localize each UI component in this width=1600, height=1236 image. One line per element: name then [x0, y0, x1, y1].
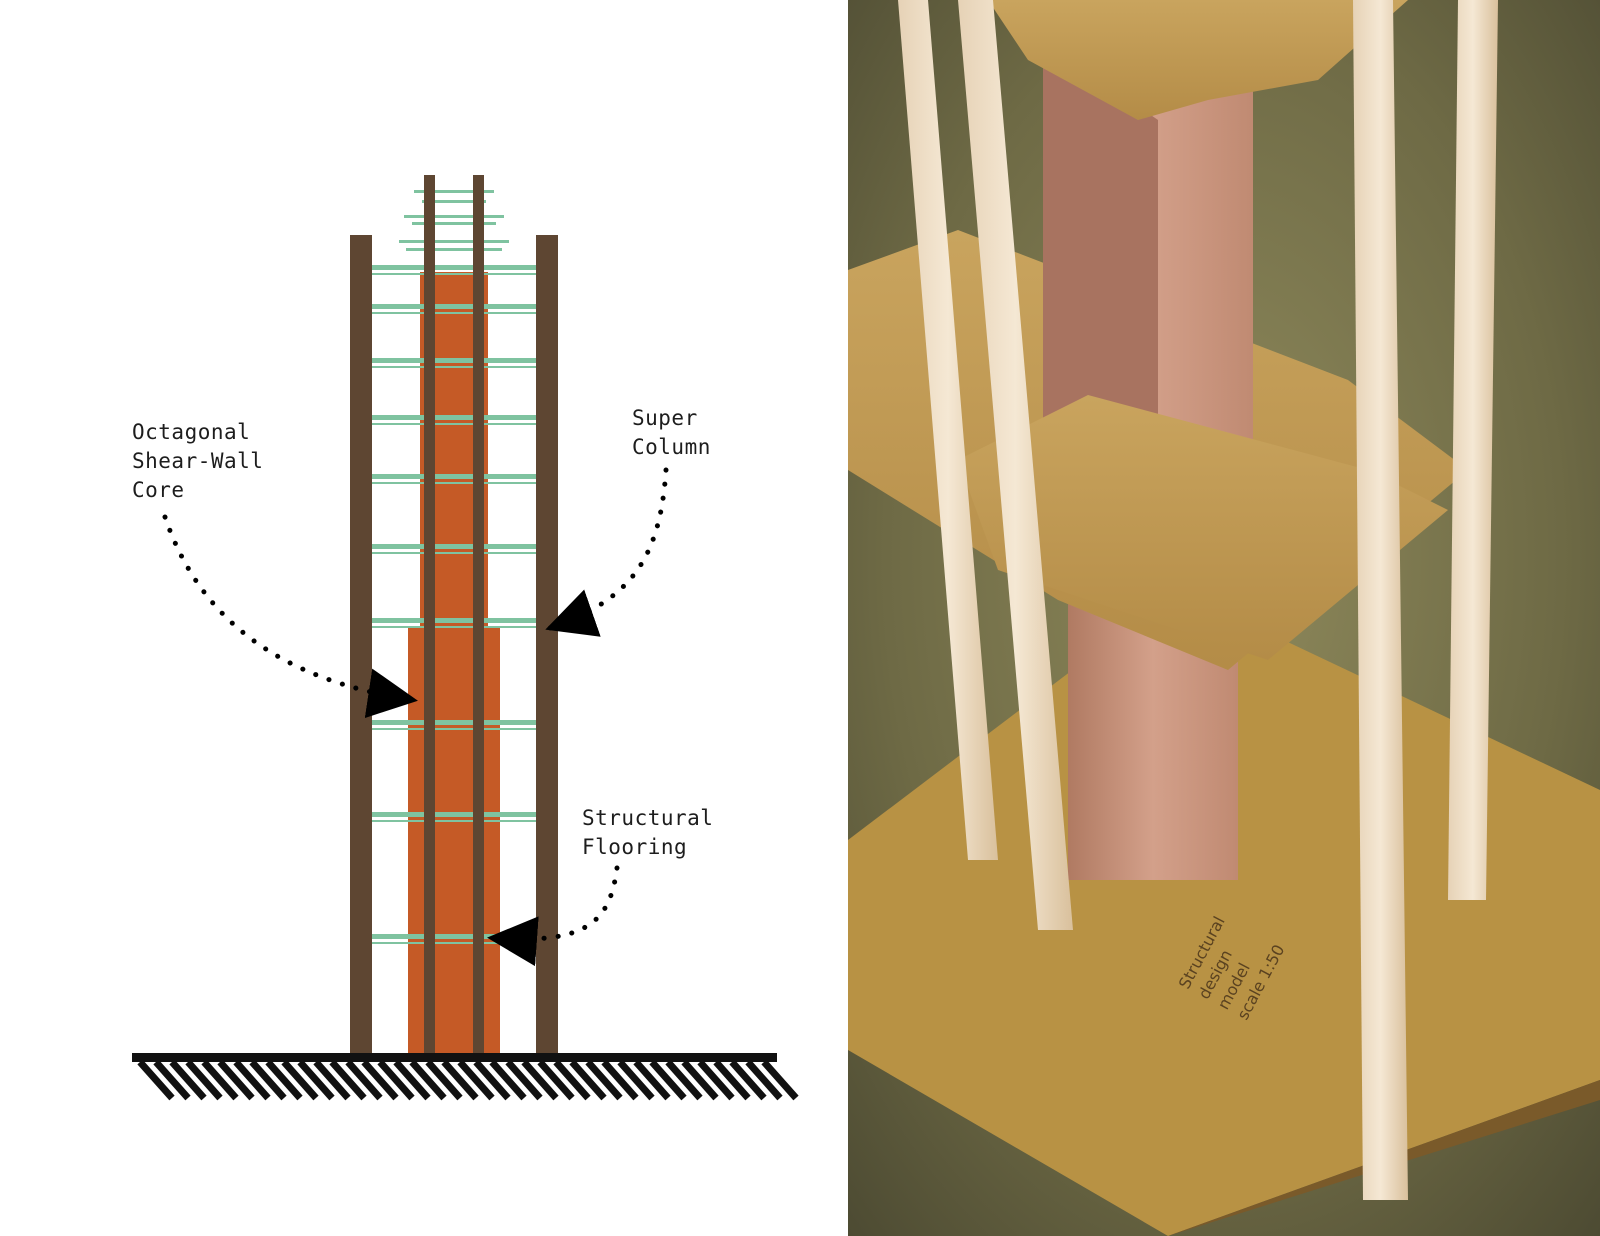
column-leader-arrow — [545, 467, 669, 637]
super-column-right — [536, 235, 558, 1055]
core-leader-arrow — [162, 514, 418, 719]
ground-hatch-line — [425, 1059, 463, 1101]
ground-hatch-line — [729, 1059, 767, 1101]
floor-plate — [372, 312, 536, 314]
core-lower — [408, 628, 500, 1054]
label-flooring-line-2: Flooring — [582, 835, 688, 859]
ground-hatch-line — [521, 1059, 559, 1101]
architectural-model-photo-icon: Structural design model scale 1:50 — [848, 0, 1600, 1236]
ground-hatch-line — [617, 1059, 655, 1101]
ground-hatch-line — [457, 1059, 495, 1101]
floor-plate — [372, 474, 536, 479]
floor-plate — [372, 942, 536, 944]
label-core-line-1: Octagonal — [132, 420, 251, 444]
ground-hatch-line — [185, 1059, 223, 1101]
ground-hatch-line — [649, 1059, 687, 1101]
label-core-line-2: Shear-Wall — [132, 449, 264, 473]
floor-plate — [372, 415, 536, 420]
floor-plate — [372, 273, 536, 275]
crown-floor-plate — [404, 215, 504, 218]
ground-hatch-line — [489, 1059, 527, 1101]
ground-hatch-line — [345, 1059, 383, 1101]
model-stick-4 — [1448, 0, 1498, 900]
label-column-line-2: Column — [632, 435, 711, 459]
ground-hatch-line — [409, 1059, 447, 1101]
ground-hatch-line — [761, 1059, 799, 1101]
ground-hatch-line — [681, 1059, 719, 1101]
floor-plate — [372, 265, 536, 270]
ground-hatching — [137, 1059, 799, 1101]
ground-hatch-line — [601, 1059, 639, 1101]
model-stick-2 — [958, 0, 1073, 930]
ground-hatch-line — [361, 1059, 399, 1101]
label-column-line-1: Super — [632, 406, 698, 430]
ground-hatch-line — [585, 1059, 623, 1101]
diagram-svg — [132, 175, 799, 1101]
ground-hatch-line — [569, 1059, 607, 1101]
floor-plate — [372, 366, 536, 368]
floor-plate — [372, 482, 536, 484]
crown-floor-plate — [422, 200, 486, 203]
label-flooring-line-1: Structural — [582, 806, 714, 830]
crown-floor-plate — [399, 240, 509, 243]
ground-hatch-line — [633, 1059, 671, 1101]
ground-hatch-line — [233, 1059, 271, 1101]
ground-hatch-line — [377, 1059, 415, 1101]
floor-plate — [372, 820, 536, 822]
ground-hatch-line — [137, 1059, 175, 1101]
floor-plate — [372, 812, 536, 817]
floor-plate — [372, 423, 536, 425]
crown-floor-plate — [412, 222, 496, 225]
floor-plate — [372, 618, 536, 623]
model-base-edge — [848, 1050, 1600, 1236]
ground-hatch-line — [441, 1059, 479, 1101]
ground-hatch-line — [697, 1059, 735, 1101]
model-stick-3 — [1353, 0, 1408, 1200]
ground-hatch-line — [553, 1059, 591, 1101]
ground-line — [132, 1053, 777, 1062]
floor-plate — [372, 544, 536, 549]
floor-plate — [372, 304, 536, 309]
ground-hatch-line — [665, 1059, 703, 1101]
floor-plates — [372, 190, 536, 944]
model-photo: Structural design model scale 1:50 — [848, 0, 1600, 1236]
ground-hatch-line — [473, 1059, 511, 1101]
ground-hatch-line — [505, 1059, 543, 1101]
ground-hatch-line — [201, 1059, 239, 1101]
super-column-left — [350, 235, 372, 1055]
ground-hatch-line — [313, 1059, 351, 1101]
floor-plate — [372, 358, 536, 363]
crown-floor-plate — [414, 190, 494, 193]
crown-floor-plate — [406, 248, 502, 251]
ground-hatch-line — [537, 1059, 575, 1101]
floor-plate — [372, 728, 536, 730]
ground-hatch-line — [153, 1059, 191, 1101]
floor-plate — [372, 934, 536, 939]
ground-hatch-line — [265, 1059, 303, 1101]
label-core-line-3: Core — [132, 478, 185, 502]
inner-column-right — [473, 175, 484, 1055]
floor-plate — [372, 626, 536, 628]
ground-hatch-line — [297, 1059, 335, 1101]
model-core-upper-face — [1043, 40, 1158, 470]
model-plate-middle — [958, 395, 1448, 660]
ground-hatch-line — [745, 1059, 783, 1101]
inner-column-left — [424, 175, 435, 1055]
ground-hatch-line — [249, 1059, 287, 1101]
ground-hatch-line — [393, 1059, 431, 1101]
ground-hatch-line — [169, 1059, 207, 1101]
ground-hatch-line — [217, 1059, 255, 1101]
ground-hatch-line — [329, 1059, 367, 1101]
model-plate-top — [988, 0, 1408, 120]
ground-hatch-line — [713, 1059, 751, 1101]
model-stick-1 — [898, 0, 998, 860]
floor-plate — [372, 720, 536, 725]
ground-hatch-line — [281, 1059, 319, 1101]
floor-plate — [372, 552, 536, 554]
